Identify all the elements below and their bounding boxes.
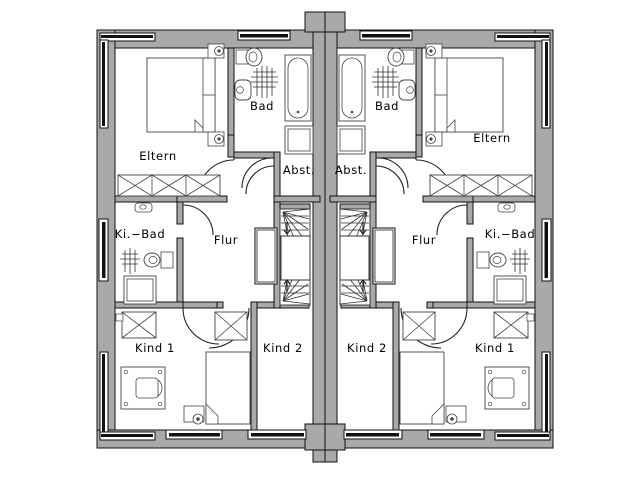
room-label-bad-left: Bad xyxy=(250,99,274,113)
room-label-flur-left: Flur xyxy=(214,233,238,247)
room-label-eltern-right: Eltern xyxy=(473,131,510,145)
room-label-bad-right: Bad xyxy=(375,99,399,113)
room-label-flur-right: Flur xyxy=(412,233,436,247)
room-label-kind2-right: Kind 2 xyxy=(347,341,387,355)
room-label-kind1-left: Kind 1 xyxy=(135,341,175,355)
room-label-abst-left: Abst. xyxy=(283,163,315,177)
room-label-ki-bad-right: Ki.−Bad xyxy=(485,227,535,241)
room-label-abst-right: Abst. xyxy=(335,163,367,177)
room-label-ki-bad-left: Ki.−Bad xyxy=(115,227,165,241)
room-label-kind2-left: Kind 2 xyxy=(263,341,303,355)
room-label-eltern-left: Eltern xyxy=(139,149,176,163)
room-label-kind1-right: Kind 1 xyxy=(475,341,515,355)
